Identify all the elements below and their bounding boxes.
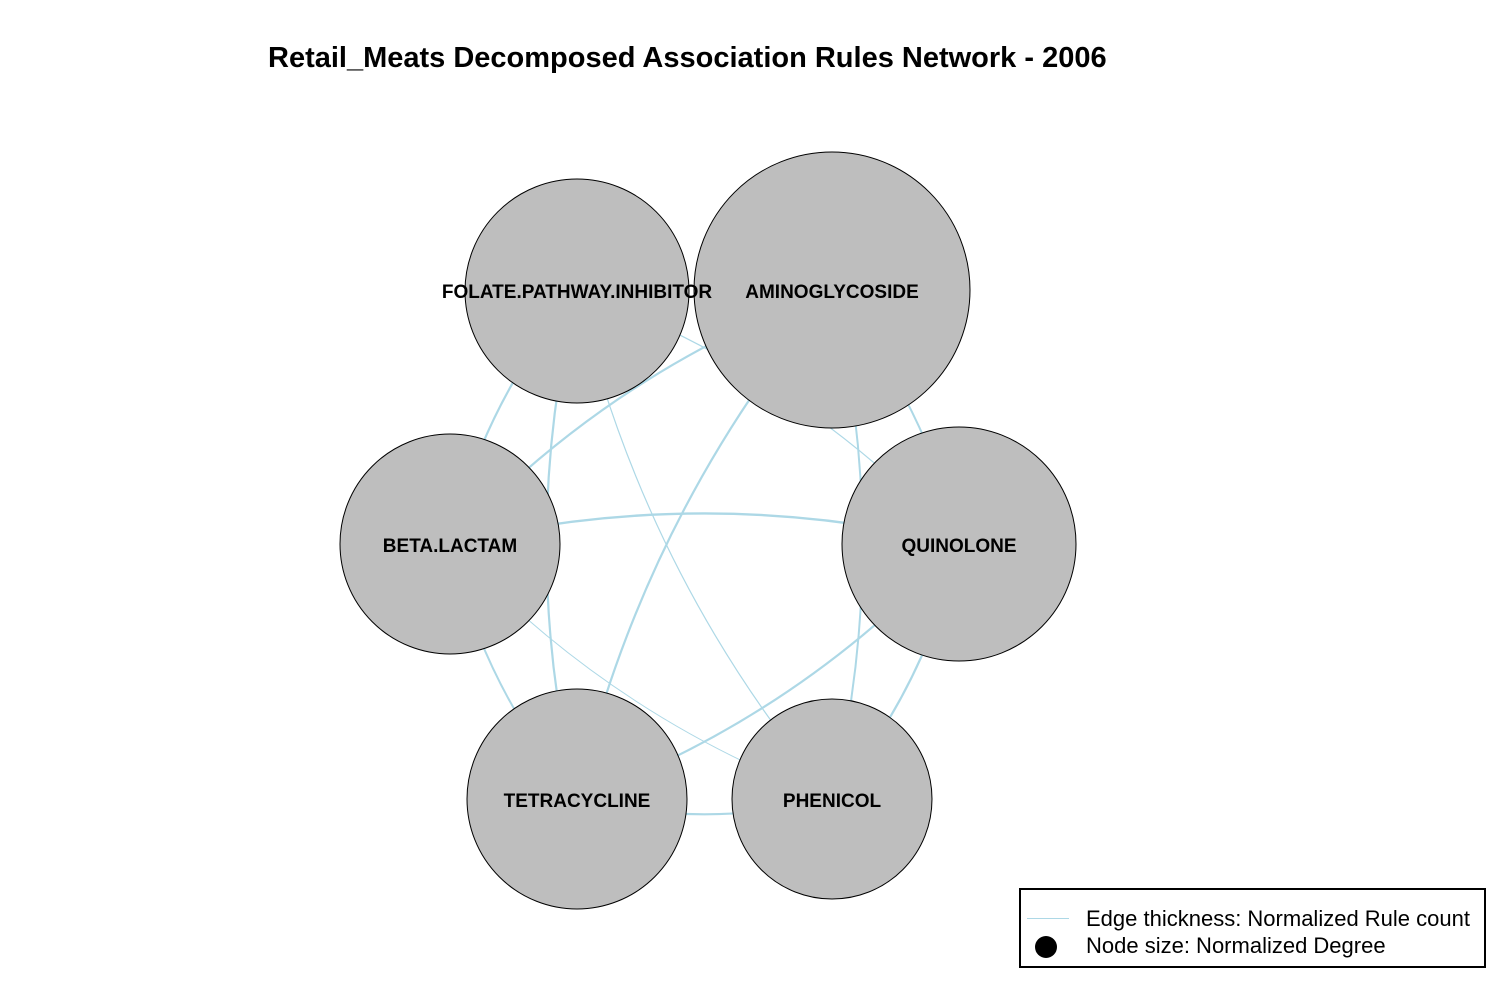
- node-phen: [731, 698, 933, 900]
- node-label-phen: PHENICOL: [783, 791, 882, 812]
- node-dot-icon: [1035, 936, 1057, 958]
- legend-node-label: Node size: Normalized Degree: [1086, 933, 1386, 958]
- node-folate: [464, 178, 690, 404]
- node-amino: [693, 151, 971, 429]
- node-label-folate: FOLATE.PATHWAY.INHIBITOR: [442, 282, 713, 303]
- node-layer: FOLATE.PATHWAY.INHIBITOR AMINOGLYCOSIDE BE…: [339, 151, 1077, 910]
- node-label-tetra: TETRACYCLINE: [504, 791, 651, 812]
- node-label-amino: AMINOGLYCOSIDE: [745, 282, 919, 303]
- legend-item-node: Node size: Normalized Degree: [1021, 931, 1484, 959]
- node-beta: [339, 433, 561, 655]
- node-tetra: [466, 688, 688, 910]
- legend-edge-label: Edge thickness: Normalized Rule count: [1086, 906, 1470, 931]
- node-quin: [841, 426, 1077, 662]
- legend-item-edge: Edge thickness: Normalized Rule count: [1021, 904, 1484, 932]
- node-label-beta: BETA.LACTAM: [383, 536, 517, 557]
- edge-line-icon: [1027, 918, 1069, 919]
- chart-title: Retail_Meats Decomposed Association Rule…: [268, 42, 1107, 74]
- node-label-quin: QUINOLONE: [901, 536, 1016, 557]
- legend: Edge thickness: Normalized Rule count No…: [1019, 888, 1486, 968]
